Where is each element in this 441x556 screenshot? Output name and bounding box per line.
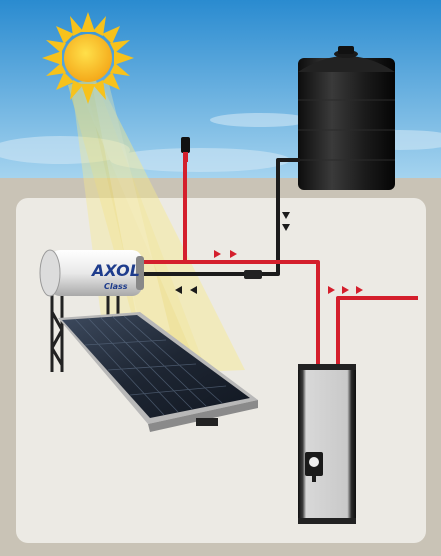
heater-stand [50,292,120,372]
cold-pipe [135,158,300,276]
pipe-coupling [244,270,262,279]
arrow-down-icon [282,212,290,231]
vent-pipe-cap [181,137,190,153]
boiler-icon [298,364,356,524]
solar-collector-panel [58,312,258,432]
svg-text:Class: Class [104,282,128,291]
solar-heater-tank [39,249,144,297]
arrow-left-icon [175,286,197,294]
sun-icon [42,12,134,104]
arrow-right-icon [328,286,363,294]
sun-rays [68,78,245,380]
arrow-right-icon [214,250,237,258]
brand-logo: AXOL Class [90,261,140,291]
water-tank-icon [298,46,395,190]
svg-text:AXOL: AXOL [90,261,140,280]
